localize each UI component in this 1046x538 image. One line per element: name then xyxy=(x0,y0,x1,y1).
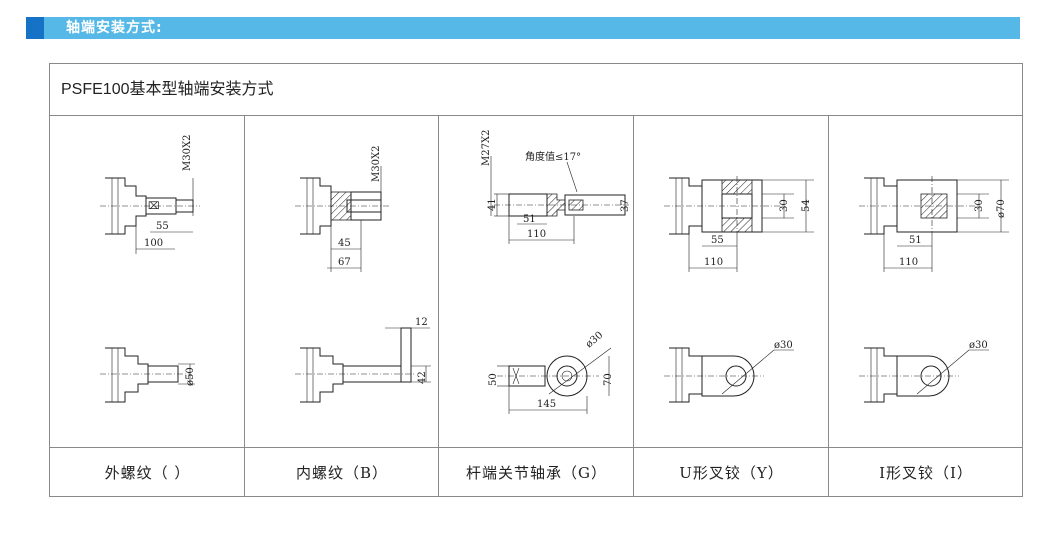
section-header-bar: 轴端安装方式: xyxy=(26,17,1020,39)
caption-i-clevis: I形叉铰（I） xyxy=(879,464,973,482)
dim-30: 30 xyxy=(779,199,790,212)
panel-header: PSFE100基本型轴端安装方式 xyxy=(50,64,1022,116)
dim-dia50: ø50 xyxy=(185,367,196,386)
dim-45: 45 xyxy=(338,238,351,249)
dim-110: 110 xyxy=(527,229,546,240)
dim-51: 51 xyxy=(909,235,922,246)
caption-rod-end-bearing: 杆端关节轴承（G） xyxy=(466,464,607,482)
dim-55: 55 xyxy=(711,235,724,246)
dim-54: 54 xyxy=(801,199,812,212)
dim-51: 51 xyxy=(523,214,536,225)
dim-dia30: ø30 xyxy=(584,330,605,350)
dim-110: 110 xyxy=(704,257,723,268)
drawing-column-internal-thread: M30X2 45 67 12 42 xyxy=(245,116,439,497)
drawing-column-rod-end-bearing: M27X2 角度值≤17° 41 51 110 37 xyxy=(439,116,634,497)
dim-42: 42 xyxy=(417,371,428,384)
internal-thread-drawing: M30X2 45 67 12 42 xyxy=(295,146,431,403)
dim-30: 30 xyxy=(974,199,985,212)
dim-55: 55 xyxy=(156,221,169,232)
dim-dia70: ø70 xyxy=(996,199,1007,218)
dim-145: 145 xyxy=(537,399,556,410)
mounting-panel: PSFE100基本型轴端安装方式 ⌧ M30X2 55 100 xyxy=(49,63,1023,497)
external-thread-drawing: ⌧ M30X2 55 100 ø50 xyxy=(100,135,200,403)
i-clevis-drawing: 30 ø70 51 110 ø30 xyxy=(859,176,1009,403)
dim-50: 50 xyxy=(488,373,499,386)
dim-thread: M27X2 xyxy=(481,130,492,166)
drawing-column-i-clevis: 30 ø70 51 110 ø30 xyxy=(829,116,1023,497)
caption-internal-thread: 内螺纹（B） xyxy=(295,464,389,482)
svg-text:⌧: ⌧ xyxy=(148,201,160,212)
dim-67: 67 xyxy=(338,257,351,268)
dim-thread: M30X2 xyxy=(371,146,382,182)
caption-row: 外螺纹（ ） 内螺纹（B） 杆端关节轴承（G） U形叉铰（Y） I形叉铰（I） xyxy=(50,447,1022,497)
dim-angle: 角度值≤17° xyxy=(525,150,581,163)
dim-41: 41 xyxy=(487,198,498,211)
u-clevis-drawing: 30 54 55 110 ø30 xyxy=(664,176,814,403)
caption-external-thread: 外螺纹（ ） xyxy=(104,464,191,482)
dim-37: 37 xyxy=(620,199,631,212)
rod-end-bearing-drawing: M27X2 角度值≤17° 41 51 110 37 xyxy=(481,130,631,414)
dim-dia30: ø30 xyxy=(774,340,793,351)
drawing-column-u-clevis: 30 54 55 110 ø30 xyxy=(634,116,829,497)
panel-title: PSFE100基本型轴端安装方式 xyxy=(61,81,274,98)
dim-thread: M30X2 xyxy=(182,135,193,171)
dim-100: 100 xyxy=(144,238,163,249)
section-accent-block xyxy=(26,17,44,39)
dim-12: 12 xyxy=(415,317,428,328)
drawing-column-external-thread: ⌧ M30X2 55 100 ø50 xyxy=(50,116,245,497)
caption-u-clevis: U形叉铰（Y） xyxy=(679,464,784,482)
section-title: 轴端安装方式: xyxy=(66,20,163,36)
dim-dia30: ø30 xyxy=(969,340,988,351)
dim-70: 70 xyxy=(603,373,614,386)
dim-110: 110 xyxy=(899,257,918,268)
